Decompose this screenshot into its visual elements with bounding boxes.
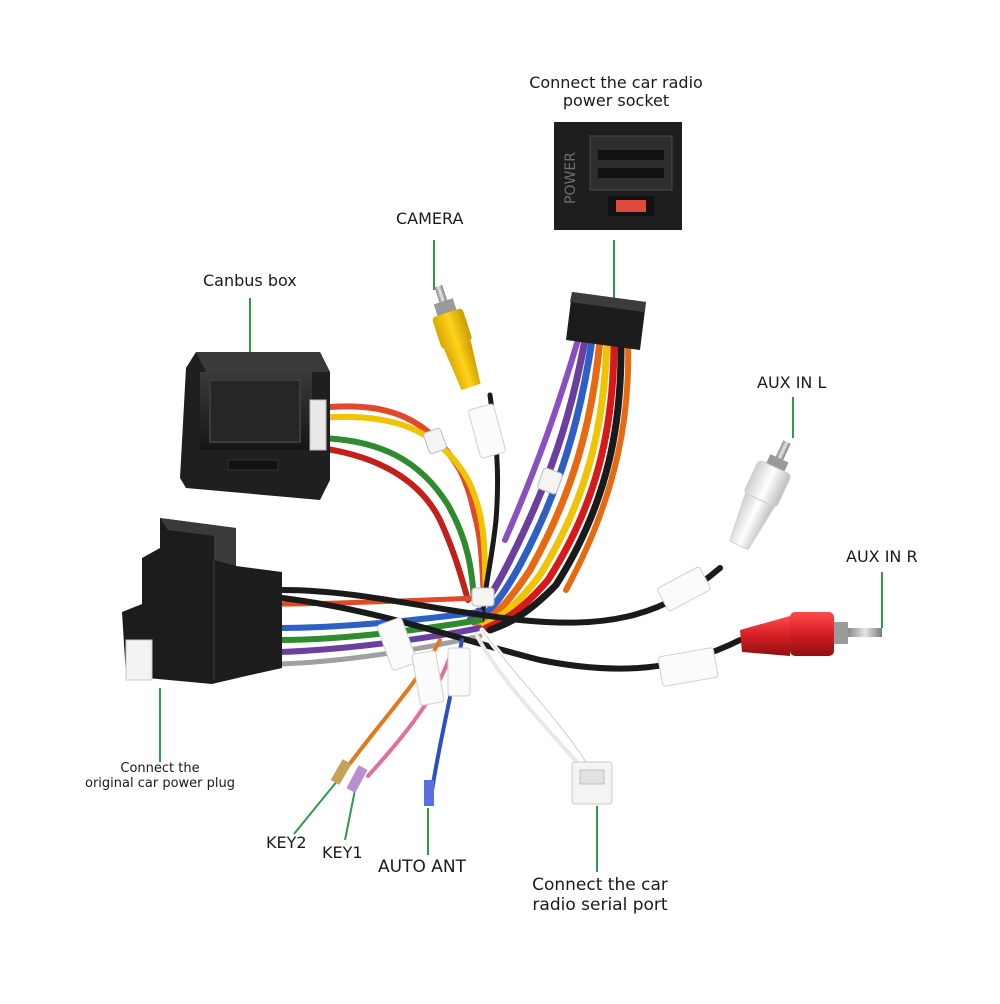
serial-port-connector (571, 761, 613, 805)
power-socket-connector: POWER (554, 122, 682, 230)
iso-connector (566, 292, 646, 350)
aux-in-r-plug (740, 612, 882, 656)
label-aux-in-r: AUX IN R (846, 547, 918, 566)
pin-terminals (330, 759, 434, 806)
label-power-socket: Connect the car radio power socket (526, 73, 706, 111)
label-key2: KEY2 (266, 833, 307, 852)
label-serial-port-line2: radio serial port (532, 894, 668, 915)
label-auto-ant: AUTO ANT (378, 857, 466, 877)
label-power-plug-line1: Connect the (120, 761, 200, 776)
aux-in-l-plug (729, 440, 791, 551)
label-key1: KEY1 (322, 843, 363, 862)
leader-key1 (344, 789, 356, 841)
wire-bundle (277, 336, 743, 792)
label-power-plug-line2: original car power plug (85, 775, 235, 791)
label-power-socket-line1: Connect the car radio (529, 73, 703, 92)
label-serial-port: Connect the car radio serial port (512, 875, 688, 915)
canbus-box (180, 352, 330, 500)
leader-key2 (293, 779, 339, 835)
label-camera: CAMERA (396, 209, 464, 228)
label-canbus-box: Canbus box (203, 271, 297, 290)
power-socket-print: POWER (563, 152, 579, 204)
wire-tags (376, 403, 719, 706)
label-power-plug: Connect the original car power plug (70, 761, 250, 792)
cable-ties (423, 427, 563, 607)
power-plug-connector (122, 518, 282, 684)
camera-rca-plug (432, 284, 481, 390)
label-serial-port-line1: Connect the car (532, 875, 668, 895)
leader-lines (159, 240, 883, 872)
label-aux-in-l: AUX IN L (757, 373, 827, 392)
label-power-socket-line2: power socket (562, 91, 670, 111)
